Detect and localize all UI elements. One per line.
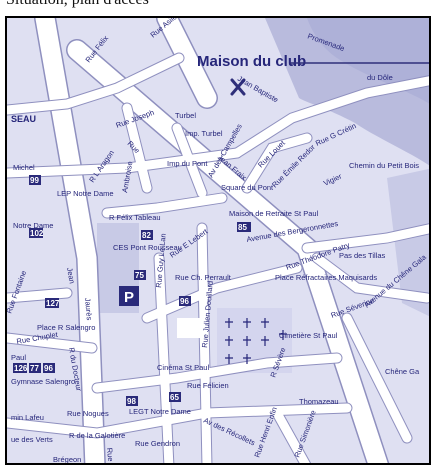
street-label: Paul bbox=[11, 353, 26, 362]
street-label: Rue Ch. Perrault bbox=[175, 273, 232, 282]
street-label: LEGT Notre Dame bbox=[129, 407, 191, 416]
street-label: Jean Baptiste bbox=[236, 74, 280, 105]
street-label: SEAU bbox=[11, 114, 36, 124]
route-badge: 99 bbox=[30, 176, 39, 185]
route-badge: 126 bbox=[14, 364, 28, 373]
street-label: Rue Félicien bbox=[187, 381, 229, 390]
street-label: Chemin du Petit Bois bbox=[349, 161, 419, 170]
street-label: ue des Verts bbox=[11, 435, 53, 444]
caption-text: Situation, plan d'accès bbox=[6, 0, 149, 9]
street-label: Rue Roy bbox=[105, 447, 117, 465]
map-frame: Maison du club P 99 102 82 75 96 98 65 1… bbox=[5, 16, 431, 465]
street-label: Maison de Retraite St Paul bbox=[229, 209, 319, 218]
street-label: Turbel bbox=[175, 111, 196, 120]
street-label: Imp. Turbel bbox=[185, 129, 223, 138]
route-badge: 82 bbox=[142, 231, 151, 240]
street-label: Pas des Tillas bbox=[339, 251, 386, 260]
cemetery-crosses-icon bbox=[225, 318, 287, 364]
route-badge: 96 bbox=[44, 364, 53, 373]
route-badge: 127 bbox=[46, 299, 60, 308]
street-label: min Lafeu bbox=[11, 413, 44, 422]
parking-sign-icon bbox=[119, 286, 139, 306]
street-label: Imp du Pont bbox=[167, 159, 208, 168]
street-label: Square du Pont bbox=[221, 183, 274, 192]
x-marker-icon bbox=[230, 78, 246, 96]
street-label: Vigier bbox=[322, 171, 344, 187]
street-label: Place Réfractaires Maquisards bbox=[275, 273, 377, 282]
parking-label: P bbox=[124, 289, 134, 306]
street-label: Rue Nogues bbox=[67, 409, 109, 418]
park-area-east bbox=[387, 168, 429, 317]
street-label: du Dôle bbox=[367, 73, 393, 82]
street-label: Rue Gendron bbox=[135, 439, 180, 448]
route-badge: 75 bbox=[135, 271, 144, 280]
street-label: Thomazeau bbox=[299, 397, 339, 406]
street-label: Chêne Ga bbox=[385, 367, 420, 376]
street-label: CES Pont Rousseau bbox=[113, 243, 182, 252]
street-label: Notre Dame bbox=[13, 221, 53, 230]
caption: Situation, plan d'accès bbox=[0, 0, 436, 16]
street-label: Jean bbox=[65, 267, 77, 285]
street-map: Maison du club P 99 102 82 75 96 98 65 1… bbox=[7, 18, 429, 465]
street-label: Brégeon bbox=[53, 455, 81, 464]
street-label: Gymnase Salengro bbox=[11, 377, 75, 386]
route-badge: 102 bbox=[30, 229, 44, 238]
route-badge: 65 bbox=[170, 393, 179, 402]
route-badge: 96 bbox=[180, 297, 189, 306]
club-title: Maison du club bbox=[197, 53, 306, 70]
street-label: Cinéma St Paul bbox=[157, 363, 209, 372]
street-label: Rue G Crétin bbox=[314, 121, 357, 148]
street-label: Rue Simonière bbox=[292, 409, 317, 459]
street-label: R de la Galotière bbox=[69, 431, 125, 440]
street-label: Place R Salengro bbox=[37, 323, 95, 332]
street-label: Michel bbox=[13, 163, 35, 172]
street-label: Cimetière St Paul bbox=[279, 331, 338, 340]
route-badge: 98 bbox=[127, 397, 136, 406]
street-label: Jaurès bbox=[83, 297, 94, 320]
street-label: R Félix Tableau bbox=[109, 213, 161, 222]
route-badge: 85 bbox=[238, 223, 247, 232]
street-label: LEP Notre Dame bbox=[57, 189, 114, 198]
street-label: Rue Guy Le Lan bbox=[154, 233, 168, 288]
route-badge: 77 bbox=[30, 364, 39, 373]
white-lot bbox=[177, 318, 201, 338]
